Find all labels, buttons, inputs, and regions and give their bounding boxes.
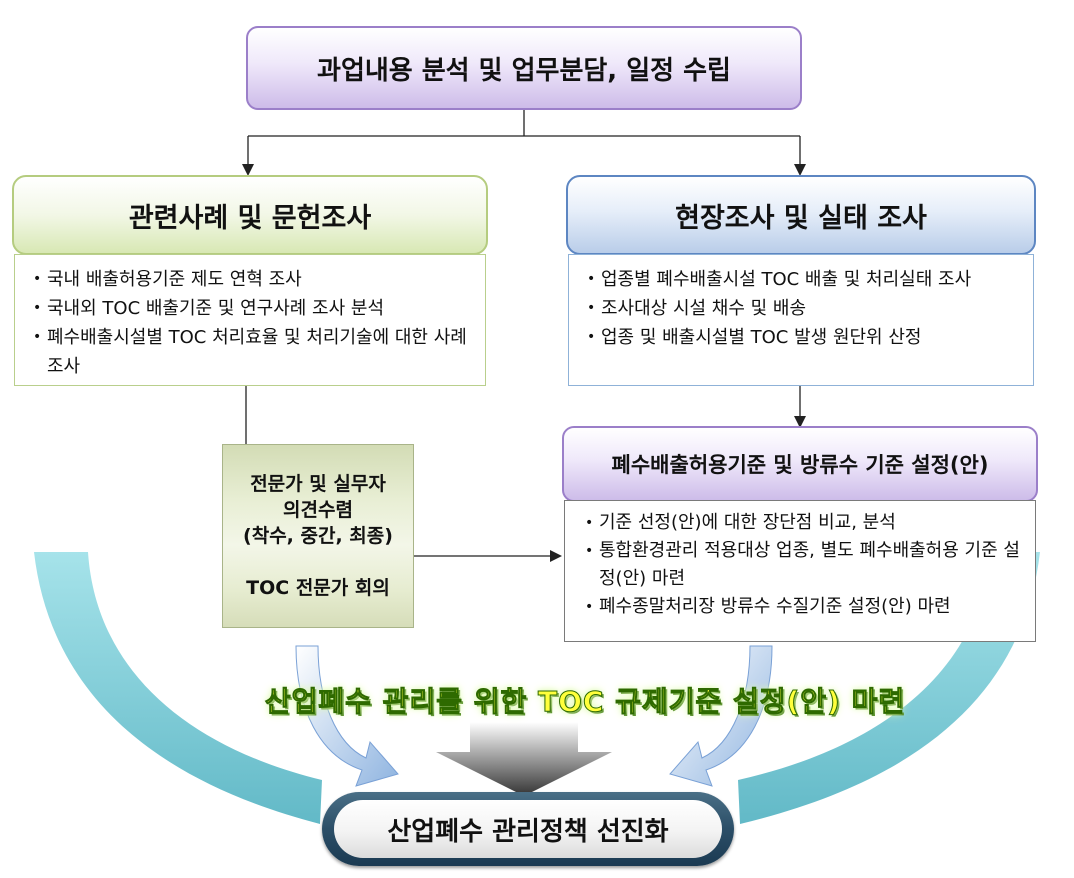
outcome-banner: 산업폐수 관리를 위한 TOC 규제기준 설정(안) 마련: [264, 685, 906, 719]
field-survey-header: 현장조사 및 실태 조사: [566, 175, 1036, 255]
left-swoosh-arrow: [295, 645, 399, 787]
expert-line-2: 의견수렴: [283, 499, 353, 521]
field-survey-panel: 업종별 폐수배출시설 TOC 배출 및 처리실태 조사 조사대상 시설 채수 및…: [568, 254, 1034, 386]
final-goal-text: 산업폐수 관리정책 선진화: [387, 816, 669, 847]
criteria-item: 폐수종말처리장 방류수 수질기준 설정(안) 마련: [585, 593, 1023, 621]
final-goal-pill: 산업폐수 관리정책 선진화: [322, 792, 734, 866]
field-survey-item: 업종별 폐수배출시설 TOC 배출 및 처리실태 조사: [587, 265, 1021, 294]
top-task-box: 과업내용 분석 및 업무분담, 일정 수립: [246, 26, 802, 110]
criteria-panel: 기준 선정(안)에 대한 장단점 비교, 분석 통합환경관리 적용대상 업종, …: [564, 500, 1036, 642]
right-swoosh-arrow: [669, 645, 773, 787]
literature-review-panel: 국내 배출허용기준 제도 연혁 조사 국내외 TOC 배출기준 및 연구사례 조…: [14, 254, 486, 386]
criteria-item: 기준 선정(안)에 대한 장단점 비교, 분석: [585, 509, 1023, 537]
field-survey-title: 현장조사 및 실태 조사: [675, 202, 927, 234]
final-goal-inner: 산업폐수 관리정책 선진화: [334, 800, 722, 858]
literature-item: 폐수배출시설별 TOC 처리효율 및 처리기술에 대한 사례조사: [33, 323, 473, 381]
literature-item: 국내외 TOC 배출기준 및 연구사례 조사 분석: [33, 294, 473, 323]
expert-consultation-box: 전문가 및 실무자 의견수렴 (착수, 중간, 최종) TOC 전문가 회의: [222, 444, 414, 628]
field-survey-item: 조사대상 시설 채수 및 배송: [587, 294, 1021, 323]
expert-line-1: 전문가 및 실무자: [250, 473, 386, 495]
left-arc-band: [34, 552, 322, 824]
literature-review-header: 관련사례 및 문헌조사: [12, 175, 488, 255]
criteria-item: 통합환경관리 적용대상 업종, 별도 폐수배출허용 기준 설정(안) 마련: [585, 537, 1023, 593]
center-down-arrow: [436, 722, 612, 796]
literature-review-title: 관련사례 및 문헌조사: [128, 202, 372, 234]
criteria-title: 폐수배출허용기준 및 방류수 기준 설정(안): [611, 453, 989, 477]
literature-item: 국내 배출허용기준 제도 연혁 조사: [33, 265, 473, 294]
expert-line-4: TOC 전문가 회의: [246, 577, 390, 599]
criteria-header: 폐수배출허용기준 및 방류수 기준 설정(안): [562, 426, 1038, 502]
top-task-title: 과업내용 분석 및 업무분담, 일정 수립: [317, 55, 731, 86]
expert-line-3: (착수, 중간, 최종): [243, 525, 393, 547]
field-survey-item: 업종 및 배출시설별 TOC 발생 원단위 산정: [587, 323, 1021, 352]
